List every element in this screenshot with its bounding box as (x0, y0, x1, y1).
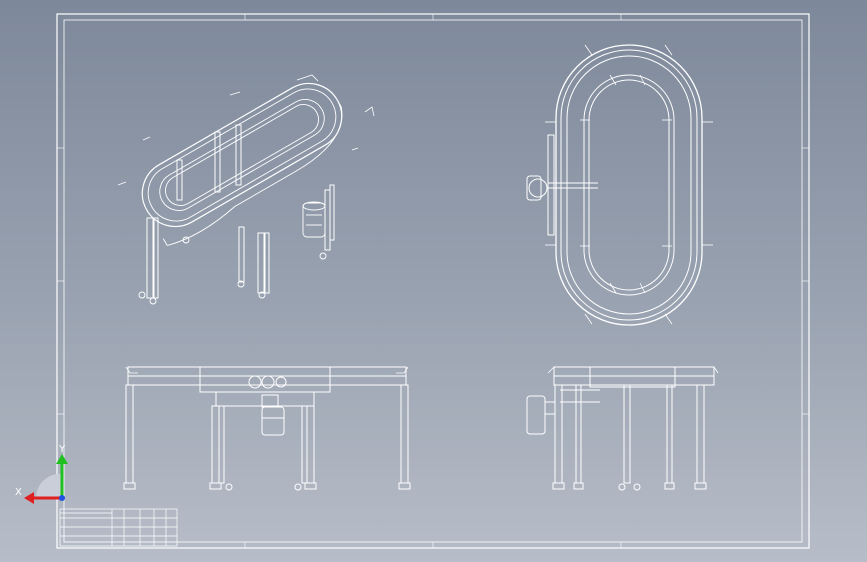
front-feet (123, 482, 411, 491)
iso-legs (146, 124, 335, 299)
x-arrow-icon (24, 492, 34, 504)
side-feet (552, 482, 707, 491)
title-block[interactable] (59, 508, 178, 547)
top-view-motor (526, 175, 548, 201)
isometric-view[interactable] (117, 71, 375, 305)
iso-brackets (117, 74, 375, 186)
triad-plane (35, 473, 62, 498)
top-view-brackets (545, 44, 713, 325)
z-axis-dot (59, 495, 65, 501)
y-arrow-icon (56, 454, 68, 464)
y-axis-label: Y (58, 444, 66, 455)
coordinate-triad[interactable]: Y X (14, 440, 74, 510)
sheet-ticks (57, 14, 809, 548)
x-axis-label: X (15, 487, 22, 498)
side-legs (554, 384, 705, 484)
top-view[interactable] (526, 44, 713, 326)
front-view[interactable] (123, 366, 411, 491)
sheet-inner-border (63, 19, 803, 543)
side-view[interactable] (526, 366, 719, 491)
iso-feet (138, 236, 327, 305)
front-legs (125, 384, 409, 484)
iso-motor (302, 201, 326, 238)
